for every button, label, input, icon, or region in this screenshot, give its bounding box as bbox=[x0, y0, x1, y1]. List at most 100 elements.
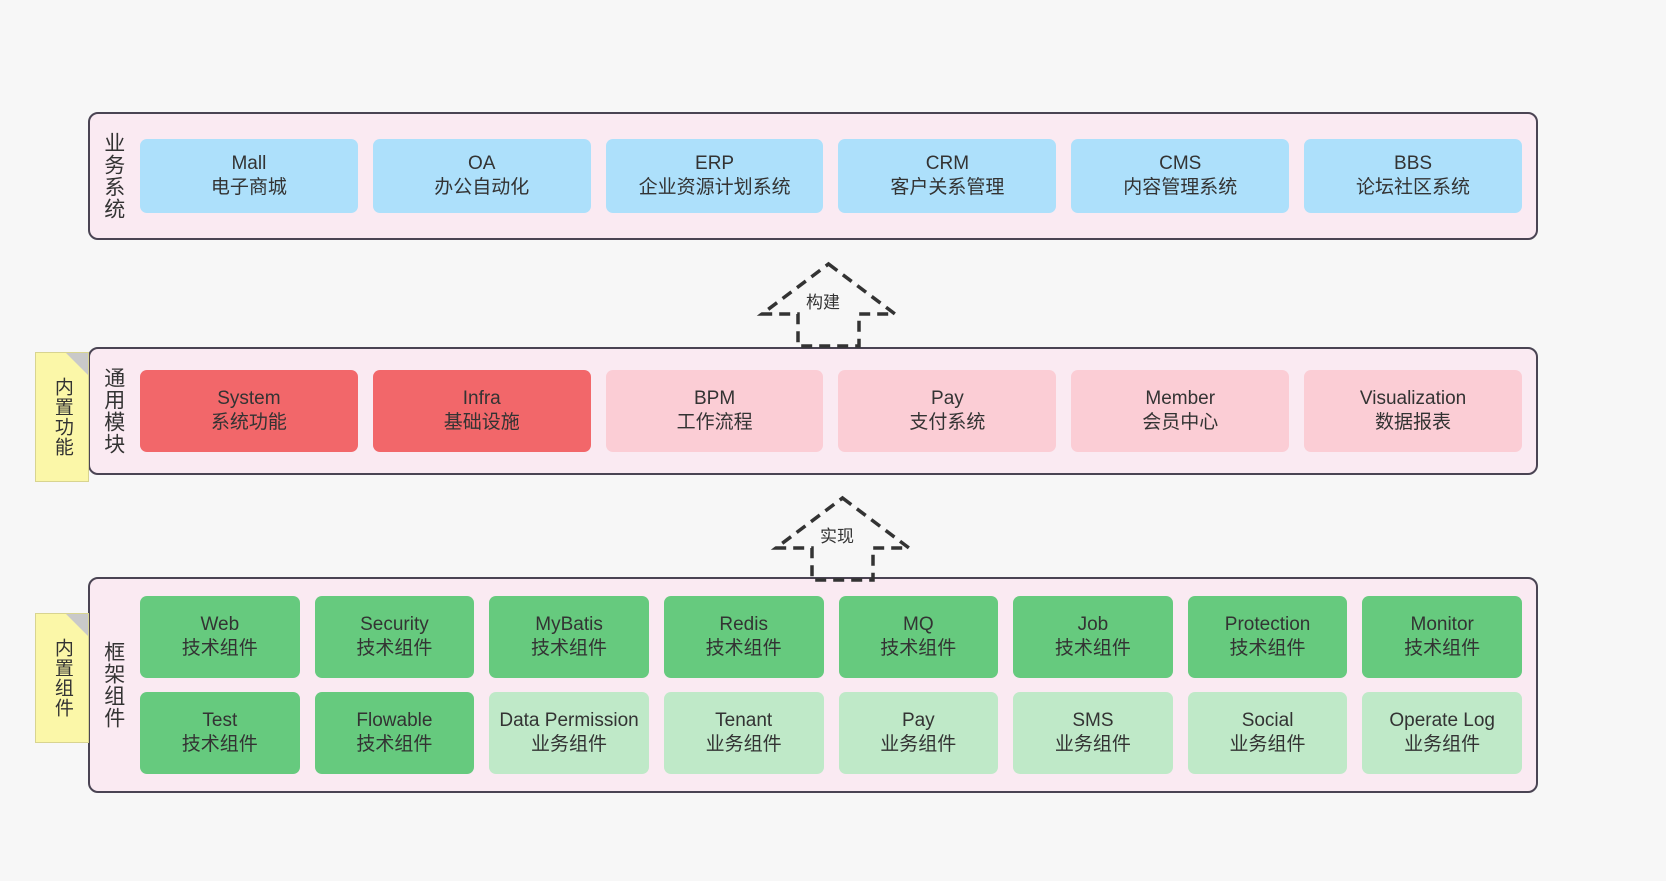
component-card-name: CRM bbox=[925, 152, 970, 174]
component-card-desc: 电子商城 bbox=[210, 177, 287, 198]
component-card[interactable]: CMS 内容管理系统 bbox=[1071, 139, 1290, 213]
component-card[interactable]: Monitor 技术组件 bbox=[1362, 596, 1522, 678]
builtin-function-note-label: 内置功能 bbox=[51, 377, 73, 457]
component-card-desc: 技术组件 bbox=[880, 638, 957, 659]
component-card[interactable]: Job 技术组件 bbox=[1013, 596, 1173, 678]
dashed-generalization-arrow-up-icon bbox=[770, 495, 915, 582]
framework-component-layer-title: 框架组件 bbox=[101, 641, 125, 729]
component-card[interactable]: Protection 技术组件 bbox=[1187, 596, 1348, 678]
component-card[interactable]: Flowable 技术组件 bbox=[314, 692, 475, 774]
component-card[interactable]: Data Permission 业务组件 bbox=[489, 692, 649, 774]
component-card[interactable]: MQ 技术组件 bbox=[838, 596, 999, 678]
component-card-name: Protection bbox=[1224, 613, 1311, 635]
note-fold-corner-icon bbox=[66, 353, 88, 375]
business-system-layer-title: 业务系统 bbox=[101, 132, 125, 220]
component-card[interactable]: System 系统功能 bbox=[140, 370, 358, 452]
arrow-build-label: 构建 bbox=[806, 293, 840, 312]
component-card-name: SMS bbox=[1072, 709, 1114, 731]
component-card-name: OA bbox=[468, 152, 496, 174]
component-card-desc: 技术组件 bbox=[531, 638, 608, 659]
component-card-desc: 技术组件 bbox=[705, 638, 782, 659]
component-card-desc: 技术组件 bbox=[1404, 638, 1481, 659]
component-card-name: Pay bbox=[931, 387, 964, 409]
component-card-desc: 业务组件 bbox=[880, 734, 957, 755]
component-card-desc: 数据报表 bbox=[1375, 412, 1452, 433]
component-card[interactable]: CRM 客户关系管理 bbox=[838, 139, 1057, 213]
component-card[interactable]: ERP 企业资源计划系统 bbox=[605, 139, 824, 213]
component-card-desc: 系统功能 bbox=[210, 412, 287, 433]
component-card-name: Web bbox=[200, 613, 240, 635]
component-card-name: MQ bbox=[903, 613, 934, 635]
component-card-desc: 业务组件 bbox=[1404, 734, 1481, 755]
component-card-desc: 论坛社区系统 bbox=[1356, 177, 1471, 198]
component-card-desc: 内容管理系统 bbox=[1123, 177, 1238, 198]
component-card-name: System bbox=[217, 387, 281, 409]
dashed-generalization-arrow-up-icon bbox=[756, 261, 901, 348]
component-card-name: Flowable bbox=[356, 709, 433, 731]
component-card-desc: 会员中心 bbox=[1142, 412, 1219, 433]
component-card-desc: 企业资源计划系统 bbox=[638, 177, 791, 198]
component-card[interactable]: Test 技术组件 bbox=[140, 692, 300, 774]
component-card-name: Test bbox=[202, 709, 238, 731]
arrow-implement-label: 实现 bbox=[820, 527, 854, 546]
component-card-desc: 支付系统 bbox=[909, 412, 986, 433]
component-card-desc: 技术组件 bbox=[1054, 638, 1131, 659]
component-card-name: CMS bbox=[1159, 152, 1202, 174]
builtin-function-note: 内置功能 bbox=[35, 352, 89, 482]
component-card[interactable]: Visualization 数据报表 bbox=[1304, 370, 1522, 452]
component-card-name: Infra bbox=[462, 387, 501, 409]
component-card-name: BBS bbox=[1394, 152, 1433, 174]
component-card[interactable]: BBS 论坛社区系统 bbox=[1304, 139, 1522, 213]
component-card-name: Job bbox=[1077, 613, 1109, 635]
component-card-name: Monitor bbox=[1410, 613, 1474, 635]
component-card-desc: 技术组件 bbox=[356, 638, 433, 659]
builtin-component-note-label: 内置组件 bbox=[51, 638, 73, 718]
framework-component-row: Test 技术组件 Flowable 技术组件 Data Permission 业务组件 T… bbox=[140, 692, 1522, 774]
component-card[interactable]: Mall 电子商城 bbox=[140, 139, 358, 213]
component-card-name: Security bbox=[360, 613, 429, 635]
component-card-name: Visualization bbox=[1359, 387, 1467, 409]
component-card-name: ERP bbox=[695, 152, 735, 174]
component-card-desc: 业务组件 bbox=[1054, 734, 1131, 755]
component-card-name: Member bbox=[1145, 387, 1216, 409]
component-card[interactable]: SMS 业务组件 bbox=[1013, 692, 1173, 774]
component-card-desc: 工作流程 bbox=[676, 412, 753, 433]
component-card-name: Mall bbox=[231, 152, 267, 174]
component-card-name: Social bbox=[1241, 709, 1294, 731]
component-card-name: Tenant bbox=[715, 709, 773, 731]
component-card[interactable]: Security 技术组件 bbox=[314, 596, 475, 678]
component-card[interactable]: Pay 支付系统 bbox=[838, 370, 1057, 452]
component-card-name: Operate Log bbox=[1389, 709, 1495, 731]
note-fold-corner-icon bbox=[66, 614, 88, 636]
component-card-desc: 客户关系管理 bbox=[890, 177, 1005, 198]
component-card[interactable]: Operate Log 业务组件 bbox=[1362, 692, 1522, 774]
builtin-component-note: 内置组件 bbox=[35, 613, 89, 743]
component-card-desc: 业务组件 bbox=[1229, 734, 1306, 755]
component-card-name: MyBatis bbox=[535, 613, 603, 635]
component-card-name: Data Permission bbox=[499, 709, 639, 731]
component-card-desc: 技术组件 bbox=[1229, 638, 1306, 659]
component-card[interactable]: Member 会员中心 bbox=[1071, 370, 1290, 452]
component-card-desc: 技术组件 bbox=[181, 734, 258, 755]
component-card-desc: 技术组件 bbox=[356, 734, 433, 755]
component-card[interactable]: MyBatis 技术组件 bbox=[489, 596, 649, 678]
component-card[interactable]: Redis 技术组件 bbox=[663, 596, 824, 678]
component-card[interactable]: Social 业务组件 bbox=[1187, 692, 1348, 774]
component-card-desc: 业务组件 bbox=[531, 734, 608, 755]
component-card-name: Redis bbox=[719, 613, 768, 635]
common-module-layer-title: 通用模块 bbox=[101, 367, 125, 455]
